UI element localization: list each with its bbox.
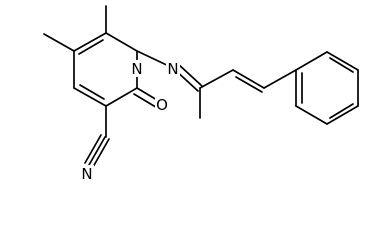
bond-n1-c6 [105, 32, 138, 52]
bond-ph-6-1 [295, 51, 328, 71]
ring-nitrogen-label: N [131, 60, 142, 78]
bond-imine-c-vinyl [199, 69, 234, 89]
bond-ph-3-4 [326, 105, 359, 125]
bond-ph-inner-c [329, 57, 354, 73]
nitrile-nitrogen-label: N [81, 165, 92, 183]
bond-c2-carbonyl-second [133, 93, 160, 110]
bond-vinyl-double-second [235, 76, 263, 93]
atom-ring-nitrogen: N [130, 60, 144, 78]
atom-nitrile-nitrogen: N [80, 165, 94, 183]
bond-c3-c2 [105, 87, 138, 107]
bond-nitrile-triple-3 [84, 134, 102, 164]
pyridinone-ring [73, 32, 138, 107]
bond-vinyl-phenyl [263, 69, 297, 89]
bond-vinyl-double [232, 69, 265, 89]
bond-nitrile-triple-1 [88, 136, 106, 166]
bond-ph-2-3 [295, 105, 328, 125]
bond-ph-5-6 [326, 51, 359, 71]
phenyl-ring [295, 51, 359, 125]
bond-c4-methyl [43, 33, 75, 52]
bond-c6-c5-inner [78, 39, 104, 55]
bond-ph-inner-b [329, 103, 354, 119]
chemical-structure-diagram: N N O N [43, 5, 359, 183]
atom-carbonyl-oxygen: O [155, 95, 170, 114]
bond-imine-double-second [176, 62, 203, 87]
bond-c4-c3 [73, 87, 107, 107]
imine-nitrogen-label: N [167, 60, 178, 78]
carbonyl-oxygen-label: O [156, 96, 168, 114]
bond-nitrile-triple-2 [92, 138, 110, 168]
bond-c6-c5 [73, 32, 107, 52]
atom-imine-nitrogen: N [166, 60, 180, 78]
bond-c4-c3-inner [79, 84, 105, 100]
